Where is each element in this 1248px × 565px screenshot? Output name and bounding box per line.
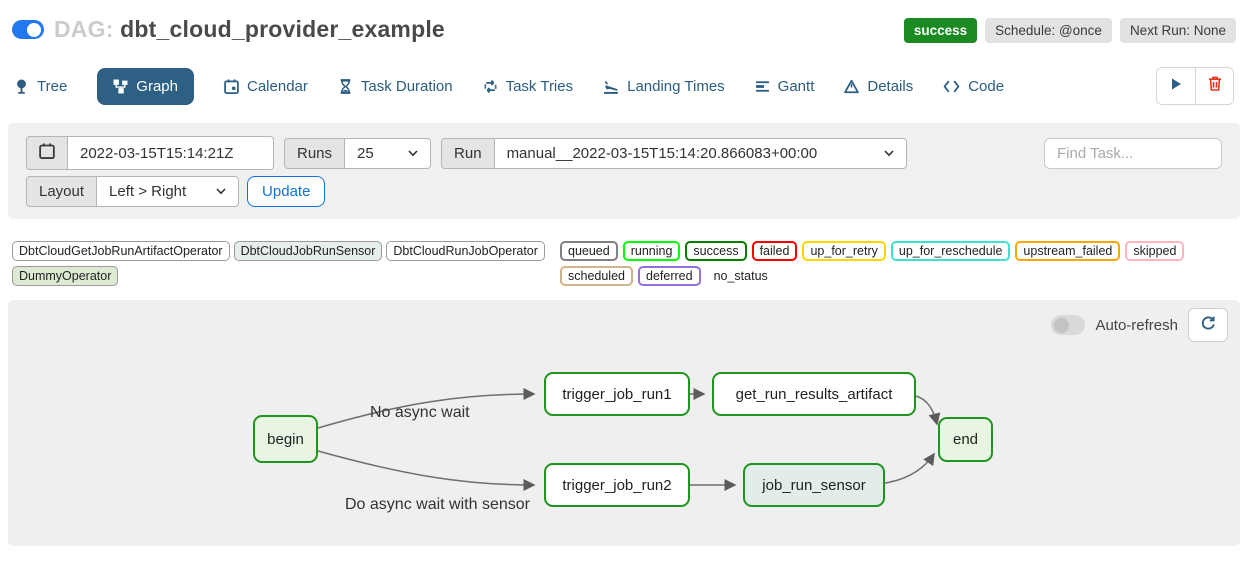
runs-label: Runs (284, 137, 346, 169)
calendar-icon (224, 78, 239, 94)
operator-badge[interactable]: DbtCloudRunJobOperator (386, 241, 545, 261)
status-badge-deferred[interactable]: deferred (638, 266, 701, 286)
operator-badge[interactable]: DbtCloudGetJobRunArtifactOperator (12, 241, 230, 261)
task-node-job-run-sensor[interactable]: job_run_sensor (743, 463, 885, 507)
status-badge-up-for-reschedule[interactable]: up_for_reschedule (890, 241, 1011, 261)
view-tabs: Tree Graph Calendar Task Duration Task T… (14, 65, 1234, 107)
delete-dag-button[interactable] (1195, 68, 1233, 104)
task-node-end[interactable]: end (938, 417, 993, 462)
dag-edges (317, 388, 941, 491)
status-badge-no-status[interactable]: no_status (713, 269, 768, 283)
toggle-knob (1054, 317, 1070, 333)
schedule-badge: Schedule: @once (985, 18, 1112, 43)
page-title: DAG: dbt_cloud_provider_example (54, 16, 445, 43)
tab-label: Calendar (247, 77, 308, 95)
tab-details[interactable]: Details (844, 78, 913, 95)
dag-status-badge: success (903, 18, 978, 43)
dag-name: dbt_cloud_provider_example (120, 16, 445, 42)
refresh-button[interactable] (1188, 308, 1228, 342)
dag-action-buttons (1156, 67, 1234, 105)
legend: DbtCloudGetJobRunArtifactOperator DbtClo… (12, 241, 1236, 286)
status-badge-success[interactable]: success (685, 241, 747, 261)
tab-label: Graph (136, 77, 178, 95)
status-badge-queued[interactable]: queued (560, 241, 618, 261)
tab-label: Task Duration (360, 77, 453, 95)
graph-icon (113, 79, 128, 94)
tab-task-duration[interactable]: Task Duration (338, 78, 453, 95)
auto-refresh-toggle[interactable] (1051, 315, 1086, 335)
dag-pause-toggle[interactable] (12, 20, 44, 39)
run-label: Run (441, 137, 495, 169)
status-badge-running[interactable]: running (622, 241, 681, 261)
layout-label: Layout (26, 176, 98, 207)
operator-badge[interactable]: DummyOperator (12, 266, 119, 286)
code-icon (943, 80, 960, 93)
trigger-dag-button[interactable] (1157, 68, 1195, 104)
trash-icon (1208, 76, 1222, 96)
date-picker-button[interactable] (26, 136, 68, 170)
hourglass-icon (338, 78, 353, 94)
toggle-knob (27, 22, 41, 37)
operator-legend: DbtCloudGetJobRunArtifactOperator DbtClo… (12, 241, 560, 286)
dag-run-select[interactable]: manual__2022-03-15T15:14:20.866083+00:00 (494, 137, 907, 169)
base-date-value: 2022-03-15T15:14:21Z (80, 144, 234, 162)
play-icon (1169, 77, 1183, 96)
edge-label: Do async wait with sensor (345, 496, 530, 513)
chevron-down-icon (216, 188, 226, 195)
operator-badge[interactable]: DbtCloudJobRunSensor (233, 241, 383, 261)
chevron-down-icon (408, 149, 418, 157)
layout-value: Left > Right (109, 183, 187, 200)
tab-label: Task Tries (505, 77, 574, 95)
dag-prefix-label: DAG: (54, 16, 114, 42)
status-badge-failed[interactable]: failed (751, 241, 798, 261)
dag-run-value: manual__2022-03-15T15:14:20.866083+00:00 (506, 144, 818, 162)
task-node-get-run-results-artifact[interactable]: get_run_results_artifact (712, 372, 916, 416)
auto-refresh-label: Auto-refresh (1095, 316, 1178, 334)
tab-label: Tree (37, 77, 68, 95)
base-date-input[interactable]: 2022-03-15T15:14:21Z (68, 136, 274, 170)
dag-header: DAG: dbt_cloud_provider_example success … (12, 16, 1236, 43)
status-badge-scheduled[interactable]: scheduled (560, 266, 633, 286)
details-icon (844, 79, 860, 94)
tab-label: Details (867, 77, 914, 95)
next-run-badge: Next Run: None (1119, 18, 1236, 43)
calendar-icon (39, 143, 55, 163)
find-task-input[interactable] (1044, 137, 1222, 169)
update-button[interactable]: Update (247, 176, 326, 207)
tab-label: Gantt (777, 77, 815, 95)
tab-label: Code (968, 77, 1005, 95)
tree-icon (14, 79, 29, 94)
chevron-down-icon (883, 149, 894, 157)
tab-code[interactable]: Code (943, 78, 1004, 95)
task-node-trigger-job-run2[interactable]: trigger_job_run2 (544, 463, 690, 507)
tab-label: Landing Times (627, 77, 725, 95)
layout-select[interactable]: Left > Right (97, 176, 240, 207)
num-runs-select[interactable]: 25 (345, 137, 432, 169)
repeat-icon (483, 79, 498, 94)
status-legend: queued running success failed up_for_ret… (560, 241, 1236, 286)
plane-landing-icon (603, 79, 619, 94)
task-node-trigger-job-run1[interactable]: trigger_job_run1 (544, 372, 690, 416)
refresh-icon (1200, 315, 1216, 336)
num-runs-value: 25 (357, 144, 374, 162)
filter-panel: 2022-03-15T15:14:21Z Runs 25 Run manual_… (8, 123, 1240, 219)
tab-task-tries[interactable]: Task Tries (483, 77, 574, 95)
tab-landing-times[interactable]: Landing Times (603, 78, 725, 95)
task-node-begin[interactable]: begin (253, 415, 318, 463)
gantt-icon (755, 79, 770, 94)
status-badge-upstream-failed[interactable]: upstream_failed (1015, 241, 1121, 261)
tab-tree[interactable]: Tree (14, 78, 67, 95)
status-badge-up-for-retry[interactable]: up_for_retry (802, 241, 886, 261)
tab-calendar[interactable]: Calendar (224, 78, 308, 95)
edge-label: No async wait (370, 404, 470, 421)
tab-graph[interactable]: Graph (97, 67, 194, 105)
tab-gantt[interactable]: Gantt (755, 77, 815, 95)
status-badge-skipped[interactable]: skipped (1125, 241, 1185, 261)
dag-graph-panel: Auto-refresh No async wait Do async wait… (8, 300, 1240, 546)
